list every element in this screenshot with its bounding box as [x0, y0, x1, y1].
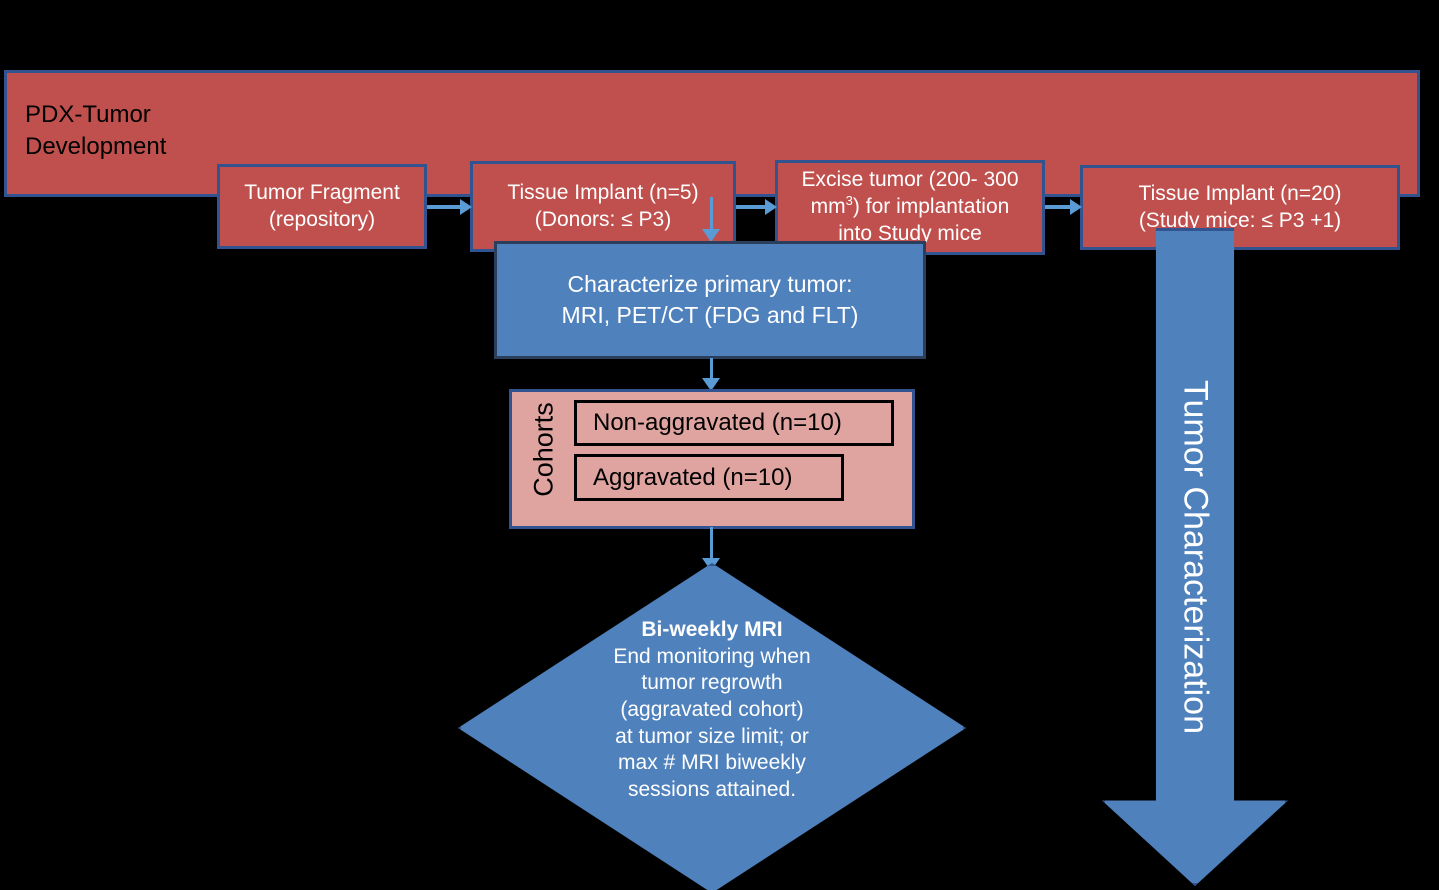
diamond-line-5: max # MRI biweekly — [618, 751, 806, 775]
excise-tumor-line1: Excise tumor (200- 300 — [801, 168, 1019, 192]
arrow-shaft — [427, 205, 460, 209]
arrow-right-icon-2 — [736, 199, 777, 215]
tissue-implant-study-line2: (Study mice: ≤ P3 +1) — [1138, 208, 1342, 232]
tumor-fragment-line1: Tumor Fragment — [244, 180, 400, 204]
arrow-down-icon-2 — [702, 358, 720, 391]
characterize-primary-tumor-box: Characterize primary tumor: MRI, PET/CT … — [494, 241, 926, 359]
diamond-line-2: tumor regrowth — [641, 671, 783, 695]
cohort-label: Aggravated (n=10) — [593, 463, 793, 491]
excise-tumor-line2-post: ) for implantation — [852, 195, 1010, 219]
diamond-text-block: Bi-weekly MRI End monitoring when tumor … — [562, 617, 862, 804]
process-box-tumor-fragment: Tumor Fragment (repository) — [217, 164, 427, 249]
tumor-fragment-line2: (repository) — [268, 207, 376, 231]
decision-diamond: Bi-weekly MRI End monitoring when tumor … — [458, 563, 966, 890]
arrow-shaft — [736, 205, 765, 209]
arrow-head — [1070, 199, 1082, 215]
arrow-shaft — [709, 358, 713, 378]
diamond-line-1: End monitoring when — [613, 644, 811, 668]
arrow-head — [702, 378, 720, 391]
diamond-heading: Bi-weekly MRI — [641, 618, 783, 641]
arrow-shaft — [1045, 205, 1070, 209]
excise-tumor-superscript: 3 — [845, 193, 853, 209]
arrow-right-icon-1 — [427, 199, 472, 215]
cohorts-container: Cohorts Non-aggravated (n=10) Aggravated… — [509, 389, 915, 529]
arrow-head — [460, 199, 472, 215]
arrow-right-icon-3 — [1045, 199, 1082, 215]
excise-tumor-line3: into Study mice — [838, 221, 982, 245]
characterize-line1: Characterize primary tumor: — [567, 271, 853, 298]
cohorts-label: Cohorts — [528, 402, 559, 497]
process-box-excise-tumor: Excise tumor (200- 300 mm3) for implanta… — [775, 160, 1045, 255]
cohort-item-aggravated: Aggravated (n=10) — [574, 454, 844, 501]
process-box-tissue-implant-donors: Tissue Implant (n=5) (Donors: ≤ P3) — [470, 161, 736, 252]
pdx-tumor-development-banner: PDX-Tumor Development Tumor Fragment (re… — [4, 70, 1420, 255]
characterize-line2: MRI, PET/CT (FDG and FLT) — [561, 302, 859, 328]
excise-tumor-line2-pre: mm — [810, 195, 846, 219]
arrow-down-icon-1 — [702, 197, 720, 242]
tumor-characterization-label: Tumor Characterization — [1176, 380, 1215, 734]
arrow-head — [702, 229, 720, 242]
tissue-implant-donors-line2: (Donors: ≤ P3) — [534, 207, 672, 231]
tissue-implant-study-line1: Tissue Implant (n=20) — [1138, 181, 1342, 205]
process-box-tissue-implant-study: Tissue Implant (n=20) (Study mice: ≤ P3 … — [1080, 165, 1400, 250]
tissue-implant-donors-line1: Tissue Implant (n=5) — [507, 180, 699, 204]
arrow-shaft — [709, 527, 713, 558]
arrow-head — [765, 199, 777, 215]
diamond-line-3: (aggravated cohort) — [620, 697, 804, 721]
diamond-line-6: sessions attained. — [627, 777, 797, 801]
cohort-label: Non-aggravated (n=10) — [593, 409, 842, 436]
diamond-line-4: at tumor size limit; or — [615, 724, 809, 748]
banner-title: PDX-Tumor Development — [25, 101, 167, 160]
tumor-characterization-arrow: Tumor Characterization — [1102, 228, 1288, 886]
arrow-shaft — [709, 197, 713, 229]
cohort-item-non-aggravated: Non-aggravated (n=10) — [574, 400, 894, 446]
